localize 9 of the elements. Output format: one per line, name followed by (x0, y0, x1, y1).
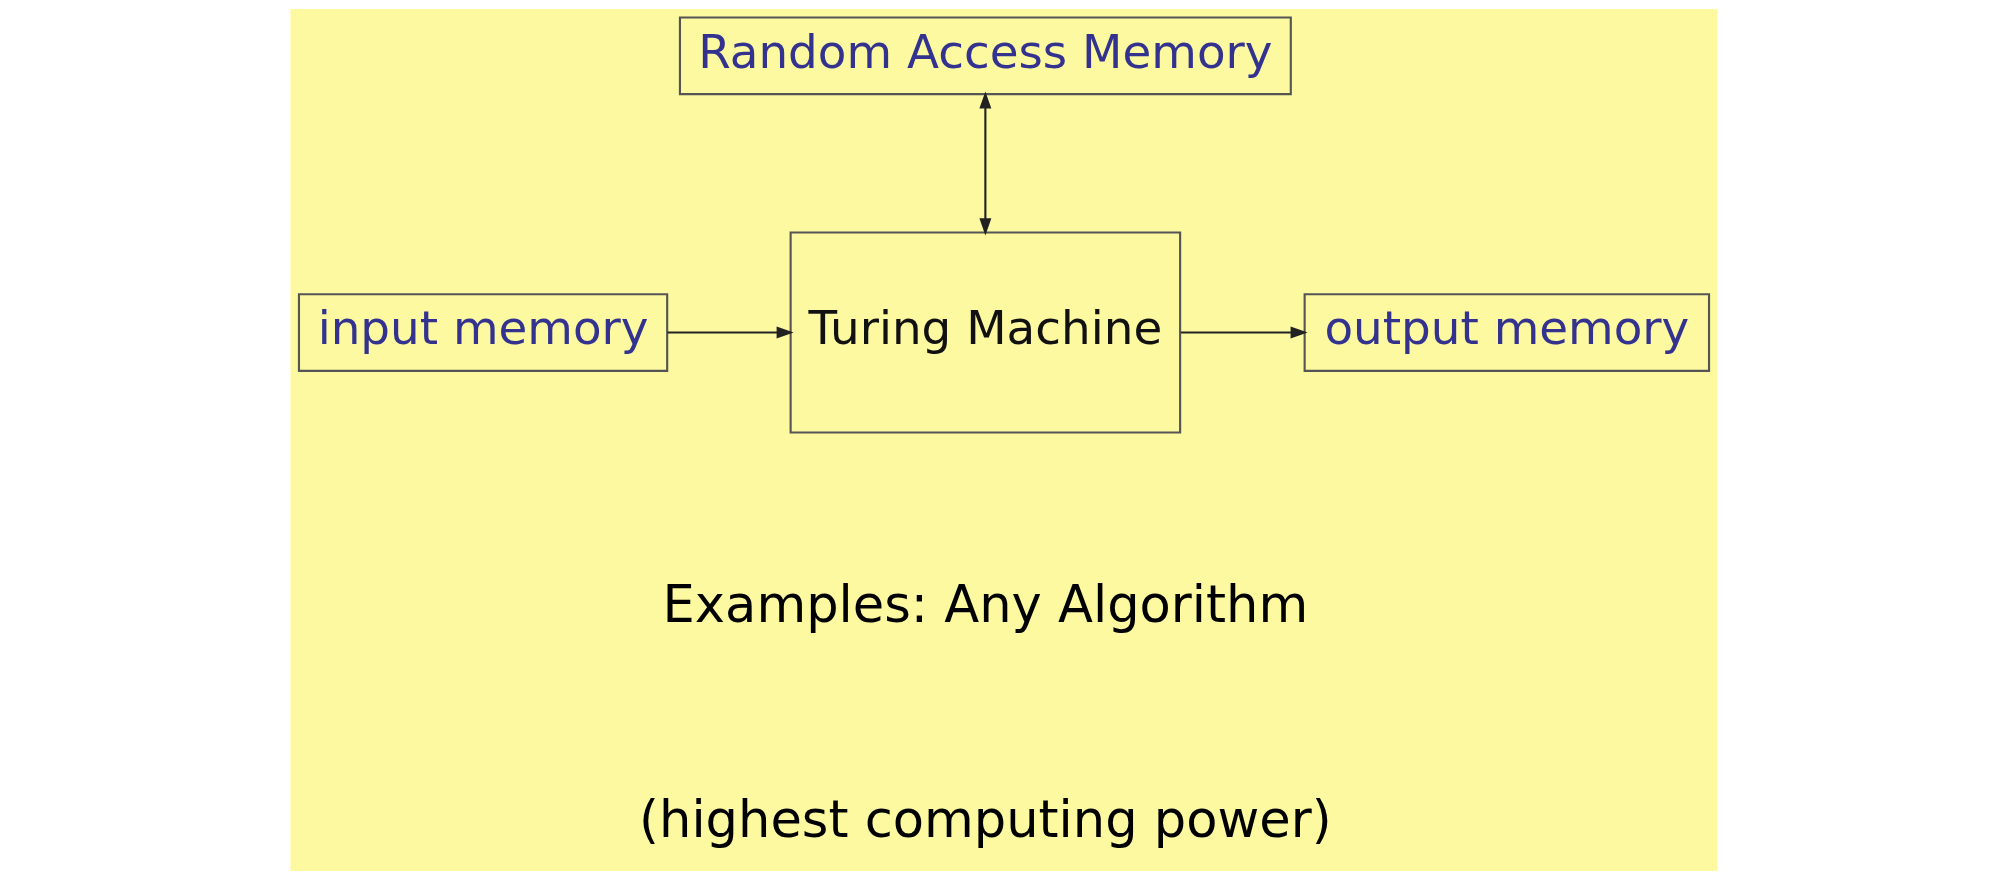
arrow (1180, 326, 1308, 338)
node-box: input memory (297, 292, 669, 372)
arrow (667, 326, 794, 338)
node-box: Random Access Memory (678, 15, 1292, 95)
label: (highest computing power) (639, 789, 1332, 849)
label: Examples: Any Algorithm (662, 574, 1309, 634)
node-box: output memory (1303, 292, 1711, 372)
node-box: Turing Machine (789, 230, 1182, 434)
arrow (979, 90, 992, 235)
